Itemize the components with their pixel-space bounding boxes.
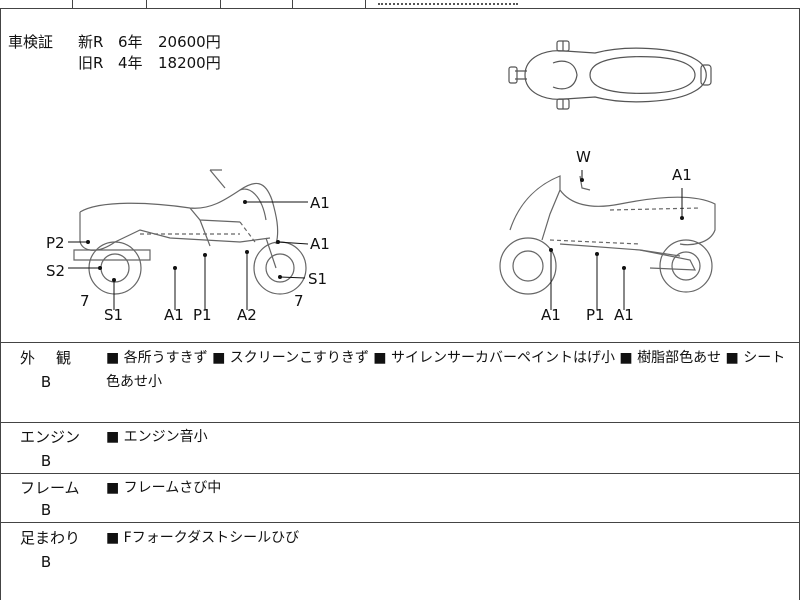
section-divider [0, 342, 800, 343]
section-label-exterior: 外 観 [20, 349, 75, 367]
inspection-years: 6年 [118, 33, 143, 51]
right-label-p1: P1 [586, 306, 605, 324]
section-divider [0, 422, 800, 423]
top-cell-divider [146, 0, 147, 8]
scooter-top-view-icon [508, 40, 712, 110]
section-notes: ■ フレームさび中 [106, 480, 222, 496]
top-cell-divider [365, 0, 366, 8]
inspection-type: 新R [78, 33, 104, 51]
right-label-a1: A1 [672, 166, 692, 184]
section-notes: ■ エンジン音小 [106, 429, 208, 445]
section-notes: ■ 各所うすきず ■ スクリーンこすりきず ■ サイレンサーカバーペイントはげ小… [106, 350, 786, 366]
left-label-p1: P1 [193, 306, 212, 324]
inspection-price: 20600円 [158, 33, 221, 51]
top-cell-divider [72, 0, 73, 8]
scooter-left-side-diagram [68, 169, 309, 310]
top-cell-fragment [378, 0, 518, 5]
left-label-s1: S1 [104, 306, 124, 324]
left-label-s2: S2 [46, 262, 66, 280]
left-label-p2: P2 [46, 234, 65, 252]
left-label-a1: A1 [310, 194, 330, 212]
inspection-title: 車検証 [8, 33, 54, 51]
left-label-a1: A1 [310, 235, 330, 253]
section-grade: B [40, 452, 52, 470]
right-label-a1: A1 [614, 306, 634, 324]
scooter-right-side-diagram [499, 170, 716, 310]
section-grade: B [40, 373, 52, 391]
top-cell-divider [220, 0, 221, 8]
left-label-s1: S1 [308, 270, 328, 288]
section-label-engine: エンジン [20, 428, 81, 446]
left-border [0, 8, 1, 600]
left-label-7: 7 [80, 292, 90, 310]
section-label-suspension: 足まわり [20, 529, 81, 547]
inspection-price: 18200円 [158, 54, 221, 72]
section-grade: B [40, 553, 52, 571]
section-divider [0, 522, 800, 523]
section-notes: ■ Fフォークダストシールひび [106, 530, 300, 546]
right-label-a1: A1 [541, 306, 561, 324]
section-divider [0, 473, 800, 474]
right-label-w: W [576, 148, 591, 166]
left-label-7: 7 [294, 292, 304, 310]
left-label-a2: A2 [237, 306, 257, 324]
section-label-frame: フレーム [20, 479, 80, 497]
left-label-a1: A1 [164, 306, 184, 324]
top-cell-divider [292, 0, 293, 8]
inspection-type: 旧R [78, 54, 104, 72]
top-border [0, 8, 800, 9]
section-grade: B [40, 501, 52, 519]
inspection-years: 4年 [118, 54, 143, 72]
section-notes: 色あせ小 [106, 374, 162, 390]
